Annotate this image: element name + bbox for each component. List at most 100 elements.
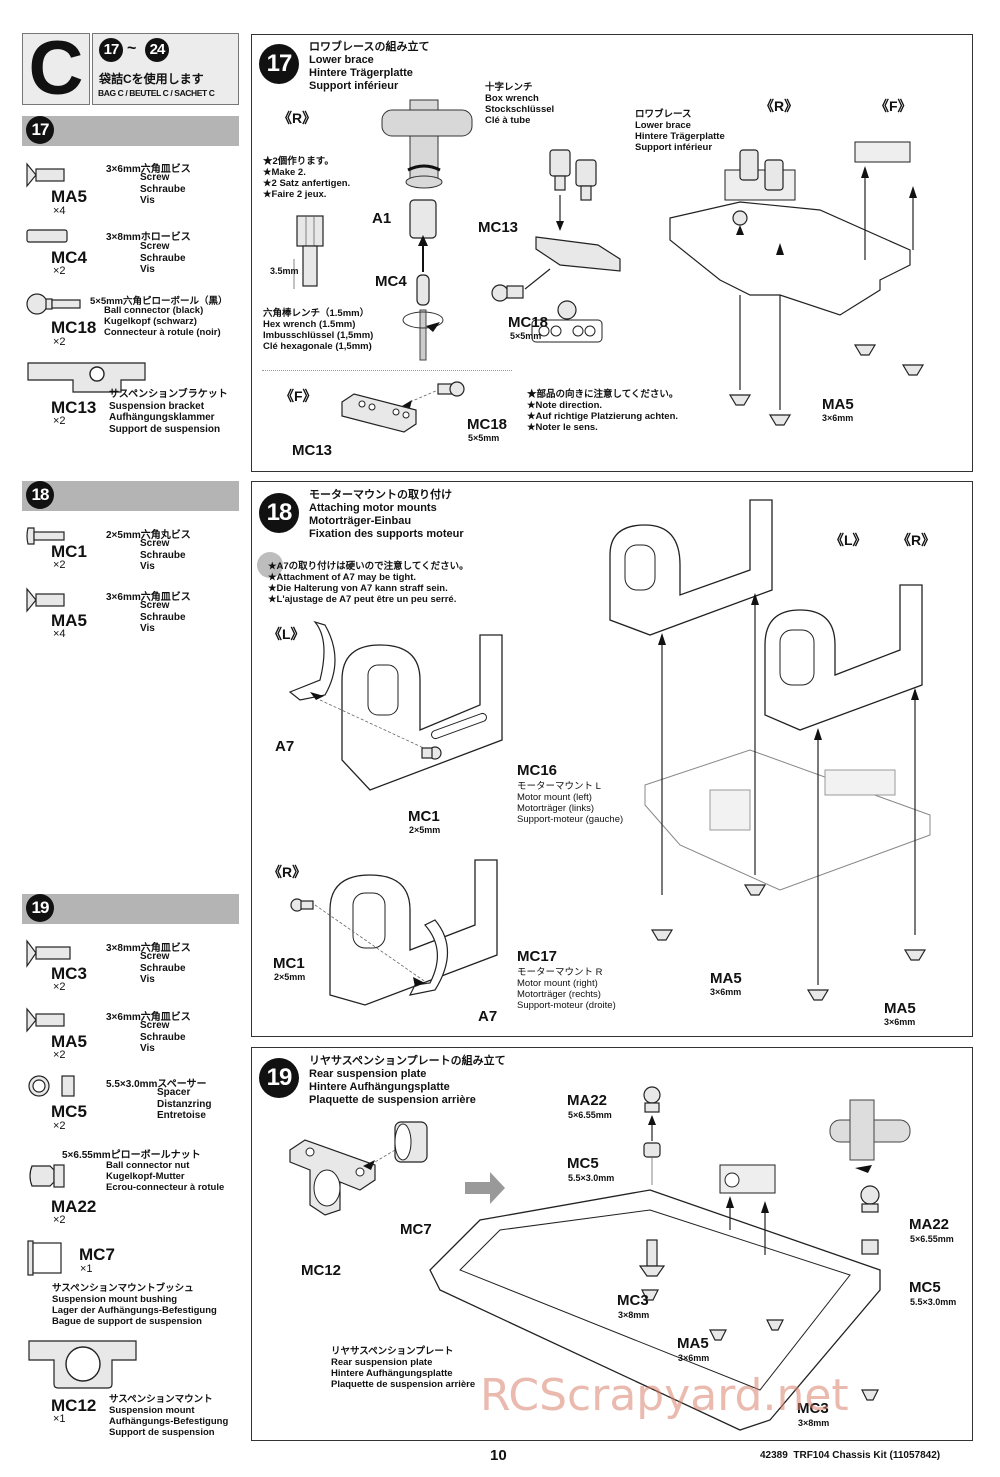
title-de: Hintere Aufhängungsplatte [309,1081,450,1093]
tag-r: 《R》 [278,110,317,126]
desc-en: Screw [140,951,170,962]
page-number: 10 [490,1447,507,1464]
part-desc: Ball connector (black) Kugelkopf (schwar… [104,305,221,338]
note-line: ★2 Satz anfertigen. [263,178,351,189]
label-a1: A1 [372,210,392,227]
sidebar-step-18-number: 18 [26,481,54,509]
label-mc18-size: 5×5mm [510,331,542,341]
countersunk-screw-icon [26,939,71,968]
label-mc1-l-size: 2×5mm [409,825,441,835]
desc-fr: Bague de support de suspension [52,1316,202,1327]
suspension-mount-assembly-drawing [289,1121,505,1216]
countersunk-screw-icon [26,162,65,188]
sidebar-step-18-bar [22,481,239,511]
part-jp: 3×6mm六角皿ビス [106,592,191,603]
part-jp: 2×5mm六角丸ビス [106,530,191,541]
mc17-code: MC17 [517,948,558,965]
desc-de: Kugelkopf-Mutter [106,1171,185,1182]
part-jp: 3×8mmホロービス [106,232,191,243]
countersunk-screw-icon [26,1007,65,1033]
tag-l2: 《L》 [830,532,867,548]
note-line: ★Faire 2 jeux. [263,189,327,200]
label-ma5: MA5 [677,1335,709,1352]
label-ma5-size: 3×6mm [822,413,854,423]
note-line: 六角棒レンチ（1.5mm） [263,308,370,319]
mc17-desc: モーターマウント R Motor mount (right) Motorträg… [517,967,616,1011]
label-mc7: MC7 [400,1221,432,1238]
desc-de: Schraube [140,183,186,195]
note-line: ロワブレース [635,109,692,120]
rear-suspension-plate-drawing [429,1099,911,1431]
part-qty: ×4 [53,205,66,217]
part-qty: ×1 [53,1413,66,1425]
bag-letter-box: C [22,26,90,111]
label-a7-l: A7 [275,738,295,755]
part-qty: ×2 [53,336,66,348]
part-jp: 3×8mm六角皿ビス [106,943,191,954]
part-code: MA5 [51,1032,87,1051]
desc-fr: Vis [140,623,155,634]
label-mc18: MC18 [508,314,549,331]
label-ma5-size: 3×6mm [678,1353,710,1363]
bag-jp: 袋詰Cを使用します [99,72,204,86]
label-mc5-b-size: 5.5×3.0mm [910,1297,957,1307]
motor-mount-assembly-drawing [609,499,931,1001]
part-desc: サスペンションマウントブッシュ Suspension mount bushing… [52,1283,217,1327]
note-line: Rear suspension plate [331,1357,433,1368]
label-mc13: MC13 [478,219,519,236]
desc-de: Lager der Aufhängungs-Befestigung [52,1305,217,1316]
spacer-icon [28,1075,75,1097]
title-en: Rear suspension plate [309,1068,427,1080]
note-line: ★Die Halterung von A7 kann straff sein. [268,583,448,594]
label-ma22-a-size: 5×6.55mm [568,1110,612,1120]
part-jp: サスペンションマウントブッシュ [52,1283,194,1294]
desc-fr: Entretoise [157,1110,206,1121]
divider-dotted [262,370,512,371]
tag-f2: 《F》 [875,98,912,114]
part-code: MA22 [51,1197,97,1216]
step-range-sep: ~ [127,40,137,57]
part-code: MC18 [51,318,97,337]
label-mc5-b: MC5 [909,1279,941,1296]
desc-fr: Support de suspension [109,423,221,435]
desc-de: Aufhängungsklammer [109,412,215,423]
round-screw-icon [26,527,65,545]
bag-letter: C [28,26,84,111]
ma22-mc5-stack-drawing [643,1086,661,1185]
desc-en: Screw [140,538,170,549]
label-mc1-r: MC1 [273,955,305,972]
part-qty: ×2 [53,265,66,277]
highlight-dot [257,552,283,578]
part-desc: サスペンションマウント Suspension mount Aufhängungs… [109,1394,228,1438]
desc-de: Schraube [140,962,186,974]
note-line: Hintere Trägerplatte [635,131,725,142]
part-desc: サスペンションブラケット Suspension bracket Aufhängu… [109,389,228,435]
label-mc18-f-size: 5×5mm [468,433,500,443]
tag-f: 《F》 [280,388,317,404]
sidebar-step-17-bar [22,116,239,146]
label-mc12: MC12 [301,1262,342,1279]
part-code: MC1 [51,542,87,561]
note-line: ★部品の向きに注意してください。 [527,389,679,400]
sidebar-step-17-number: 17 [26,116,54,144]
desc-en: Screw [140,1020,170,1031]
note-line: Hintere Aufhängungsplatte [331,1368,453,1379]
part-code: MC4 [51,248,87,267]
desc-en: Suspension mount [109,1405,195,1416]
label-mc3-a-size: 3×8mm [618,1310,650,1320]
title-jp: リヤサスペンションプレートの組み立て [309,1055,506,1067]
part-code: MC5 [51,1102,87,1121]
tag-r2: 《R》 [897,532,936,548]
note-line: リヤサスペンションプレート [331,1346,454,1357]
tag-r: 《R》 [268,864,307,880]
part-qty: ×2 [53,1120,66,1132]
desc-fr: Support de suspension [109,1427,215,1438]
desc-de: Schraube [140,1031,186,1043]
note-line: モーターマウント L [517,781,601,792]
ball-nut-icon [29,1164,65,1188]
step-17-title: ロワブレースの組み立て Lower brace Hintere Trägerpl… [309,41,429,93]
hex-wrench-label: 六角棒レンチ（1.5mm） Hex wrench (1.5mm) Imbussc… [263,308,373,352]
part-qty: ×2 [53,981,66,993]
lower-brace-label: ロワブレース Lower brace Hintere Trägerplatte … [635,109,725,153]
dimension-label: 3.5mm [270,266,299,276]
